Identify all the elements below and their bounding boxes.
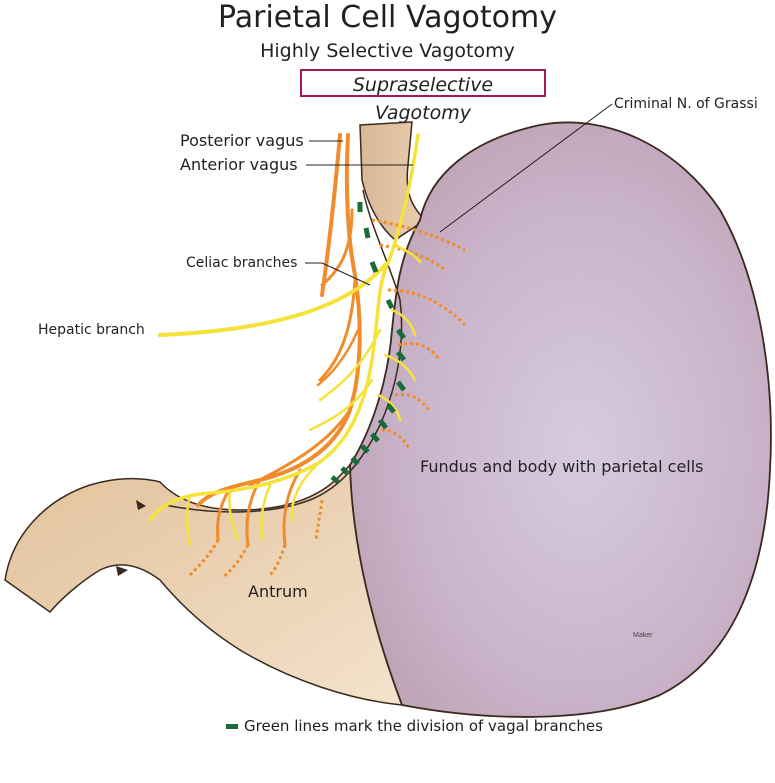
esophagus: [359, 121, 427, 241]
legend: Green lines mark the division of vagal b…: [226, 717, 603, 735]
page-title: Parietal Cell Vagotomy: [218, 0, 557, 35]
maker-credit: Maker: [633, 632, 653, 639]
posterior-vagus-label: Posterior vagus: [180, 131, 304, 150]
legend-swatch: [226, 724, 238, 729]
page-subtitle: Highly Selective Vagotomy: [260, 40, 515, 62]
antrum-label: Antrum: [248, 582, 308, 601]
criminal-n-label: Criminal N. of Grassi: [614, 96, 758, 112]
posterior-gastric-branches: [188, 218, 467, 580]
fundus-body-region: [349, 121, 772, 718]
anterior-vagus-nerve: [148, 133, 422, 547]
lesser-curvature: [164, 189, 403, 513]
anterior-vagus-label: Anterior vagus: [180, 155, 298, 174]
division-marks: [330, 202, 406, 484]
leader-lines: [305, 103, 613, 286]
boxed-subtitle: Supraselective Vagotomy: [300, 69, 546, 124]
fundus-label: Fundus and body with parietal cells: [420, 457, 704, 476]
legend-text: Green lines mark the division of vagal b…: [244, 717, 603, 735]
hepatic-branch-label: Hepatic branch: [38, 322, 145, 338]
celiac-branches-label: Celiac branches: [186, 255, 298, 271]
